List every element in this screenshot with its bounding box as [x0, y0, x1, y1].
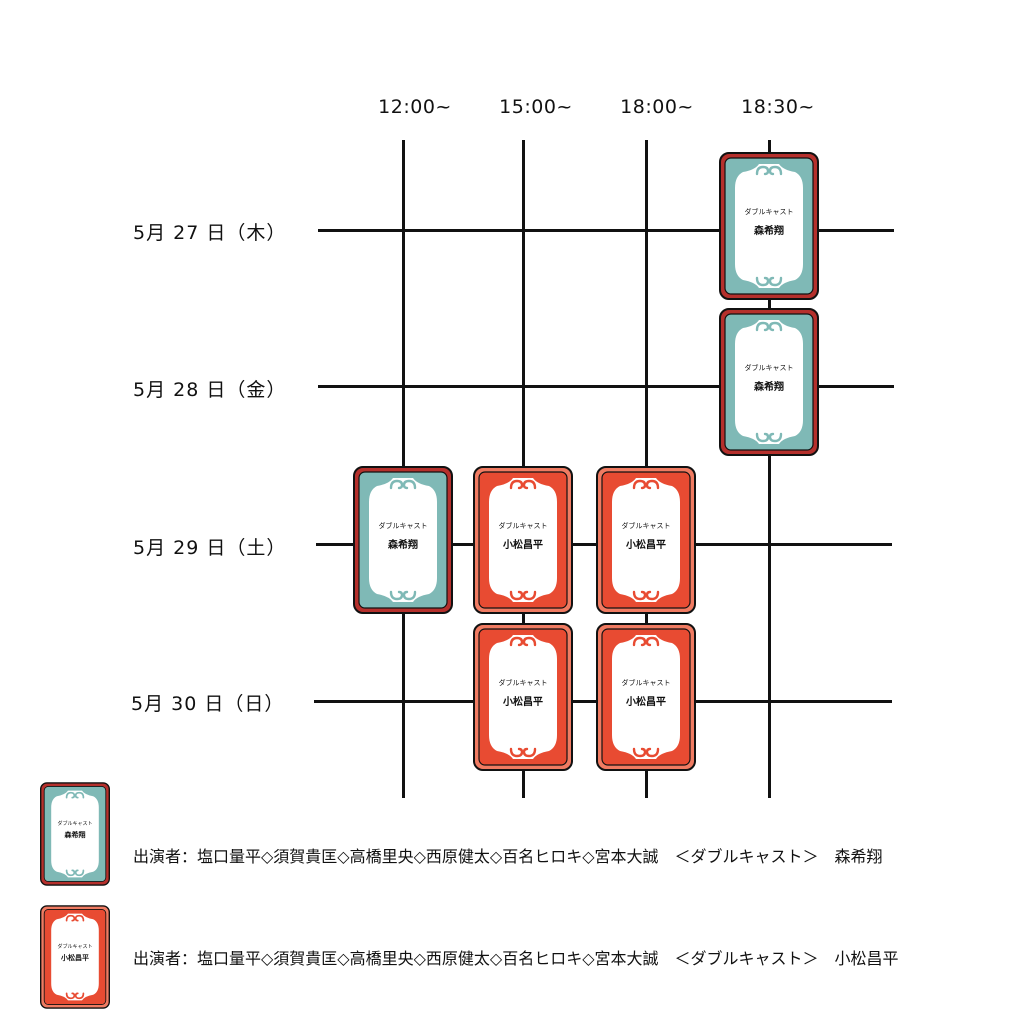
time-header-1830: 18:30~	[741, 96, 815, 118]
card-actor-name: 森希翔	[64, 831, 86, 839]
performance-card-red: ダブルキャスト 小松昌平	[473, 623, 573, 771]
card-cast-label: ダブルキャスト	[621, 522, 671, 530]
performance-card-teal: ダブルキャスト 森希翔	[353, 466, 453, 614]
grid-vline	[768, 140, 771, 798]
performance-card-red: ダブルキャスト 小松昌平	[596, 623, 696, 771]
grid-hline	[318, 229, 894, 232]
date-label-0528: 5月 28 日（金）	[133, 379, 287, 401]
legend-text-red: 出演者：塩口量平◇須賀貴匡◇高橋里央◇西原健太◇百名ヒロキ◇宮本大誠 ＜ダブルキ…	[133, 949, 899, 968]
card-cast-label: ダブルキャスト	[57, 944, 93, 950]
card-frame	[473, 466, 573, 614]
card-frame	[40, 905, 110, 1009]
time-header-1500: 15:00~	[499, 96, 573, 118]
time-header-1800: 18:00~	[620, 96, 694, 118]
card-cast-label: ダブルキャスト	[744, 364, 794, 372]
card-cast-label: ダブルキャスト	[498, 679, 548, 687]
performance-card-red: ダブルキャスト 小松昌平	[596, 466, 696, 614]
performance-card-teal: ダブルキャスト 森希翔	[719, 152, 819, 300]
legend-card-red: ダブルキャスト 小松昌平	[40, 905, 110, 1009]
card-actor-name: 小松昌平	[626, 540, 666, 551]
grid-hline	[318, 385, 894, 388]
performance-card-red: ダブルキャスト 小松昌平	[473, 466, 573, 614]
card-cast-label: ダブルキャスト	[744, 208, 794, 216]
card-actor-name: 森希翔	[754, 382, 784, 393]
card-actor-name: 森希翔	[754, 226, 784, 237]
date-label-0527: 5月 27 日（木）	[133, 222, 287, 244]
card-frame	[353, 466, 453, 614]
card-actor-name: 森希翔	[388, 540, 418, 551]
card-cast-label: ダブルキャスト	[378, 522, 428, 530]
legend-text-teal: 出演者：塩口量平◇須賀貴匡◇高橋里央◇西原健太◇百名ヒロキ◇宮本大誠 ＜ダブルキ…	[133, 847, 883, 866]
card-frame	[596, 623, 696, 771]
card-actor-name: 小松昌平	[61, 954, 89, 962]
card-actor-name: 小松昌平	[503, 540, 543, 551]
card-frame	[719, 308, 819, 456]
date-label-0530: 5月 30 日（日）	[131, 693, 285, 715]
card-actor-name: 小松昌平	[503, 697, 543, 708]
performance-card-teal: ダブルキャスト 森希翔	[719, 308, 819, 456]
legend-card-teal: ダブルキャスト 森希翔	[40, 782, 110, 886]
date-label-0529: 5月 29 日（土）	[133, 537, 287, 559]
card-frame	[40, 782, 110, 886]
card-cast-label: ダブルキャスト	[57, 821, 93, 827]
card-frame	[473, 623, 573, 771]
card-frame	[596, 466, 696, 614]
card-cast-label: ダブルキャスト	[498, 522, 548, 530]
card-frame	[719, 152, 819, 300]
card-cast-label: ダブルキャスト	[621, 679, 671, 687]
time-header-1200: 12:00~	[378, 96, 452, 118]
card-actor-name: 小松昌平	[626, 697, 666, 708]
